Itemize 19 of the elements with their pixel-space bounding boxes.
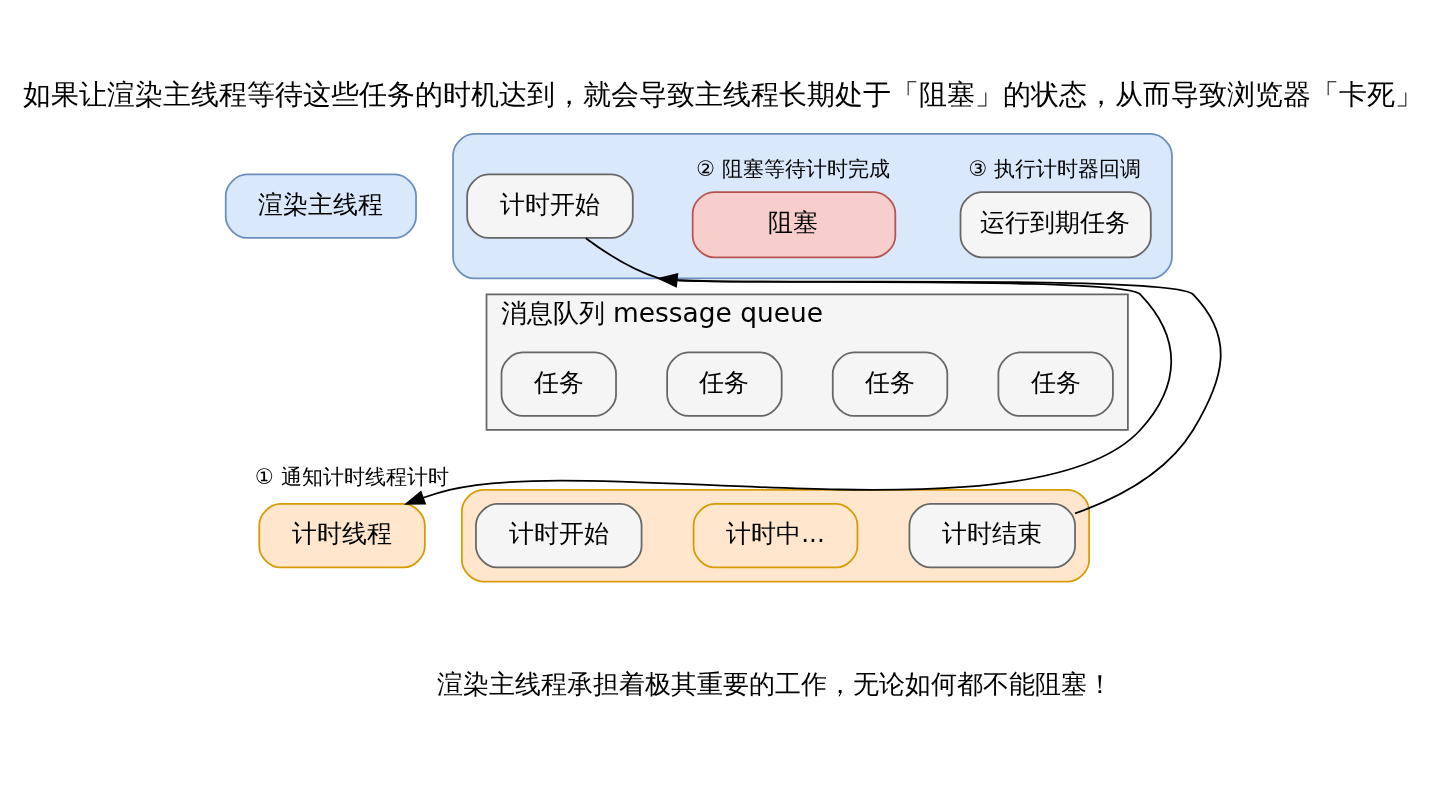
node-box: 计时开始 bbox=[466, 173, 634, 239]
caption: 渲染主线程承担着极其重要的工作，无论如何都不能阻塞！ bbox=[437, 668, 1114, 700]
node-box: 任务 bbox=[500, 351, 617, 417]
arrow bbox=[403, 237, 1173, 505]
edge-label: ① 通知计时线程计时 bbox=[254, 463, 449, 489]
node-label: ② 阻塞等待计时完成 bbox=[696, 155, 890, 181]
node-box: 计时线程 bbox=[258, 503, 426, 569]
node-box: 任务 bbox=[831, 351, 949, 417]
node-box: 渲染主线程 bbox=[224, 173, 417, 239]
node-box: 任务 bbox=[997, 351, 1114, 417]
cluster bbox=[461, 489, 1091, 583]
diagram-title: 如果让渲染主线程等待这些任务的时机达到，就会导致主线程长期处于「阻塞」的状态，从而导致浏览器「卡死」 bbox=[23, 77, 1424, 111]
node-box: 计时中... bbox=[692, 503, 859, 569]
node-box: 计时结束 bbox=[908, 503, 1076, 569]
node-label: ③ 执行计时器回调 bbox=[968, 155, 1142, 181]
node-box: 任务 bbox=[666, 351, 783, 417]
cluster bbox=[452, 133, 1173, 280]
arrow bbox=[656, 272, 1222, 515]
node-box: 计时开始 bbox=[475, 503, 643, 569]
